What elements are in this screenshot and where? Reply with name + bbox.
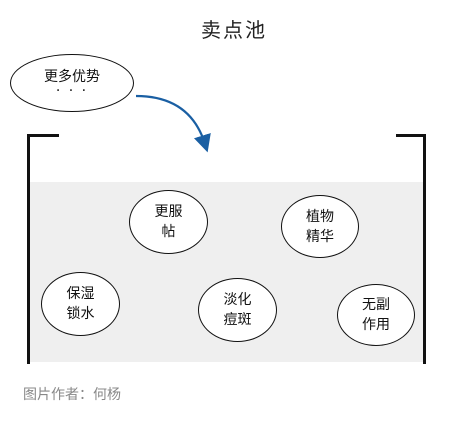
selling-point-line: 无副 — [362, 297, 390, 313]
selling-point-3: 保湿锁水 — [41, 272, 120, 336]
image-credit: 图片作者：何杨 — [23, 387, 121, 403]
more-advantages-label: 更多优势 — [44, 69, 100, 85]
pool-wall-right — [423, 134, 426, 364]
more-advantages-dots: · · · — [55, 83, 89, 99]
selling-point-5: 无副作用 — [337, 284, 415, 346]
arrow-path — [135, 94, 211, 153]
selling-point-line: 作用 — [362, 317, 390, 333]
selling-point-line: 植物 — [306, 208, 334, 225]
selling-point-line: 锁水 — [66, 306, 95, 322]
selling-point-4: 淡化痘斑 — [198, 278, 277, 342]
diagram-title: 卖点池 — [201, 18, 267, 42]
selling-point-line: 精华 — [306, 228, 334, 245]
selling-point-line: 保湿 — [66, 286, 95, 302]
selling-point-line: 更服 — [154, 204, 183, 220]
selling-point-line: 淡化 — [223, 292, 252, 308]
selling-point-1: 更服帖 — [129, 190, 208, 254]
more-advantages-bubble: 更多优势 · · · — [10, 54, 134, 112]
selling-point-2: 植物精华 — [281, 195, 359, 258]
selling-point-line: 帖 — [161, 224, 176, 240]
pool-rim-right — [396, 134, 426, 137]
pool-rim-left — [27, 134, 59, 137]
pool-wall-left — [27, 134, 30, 364]
selling-point-line: 痘斑 — [223, 312, 252, 328]
